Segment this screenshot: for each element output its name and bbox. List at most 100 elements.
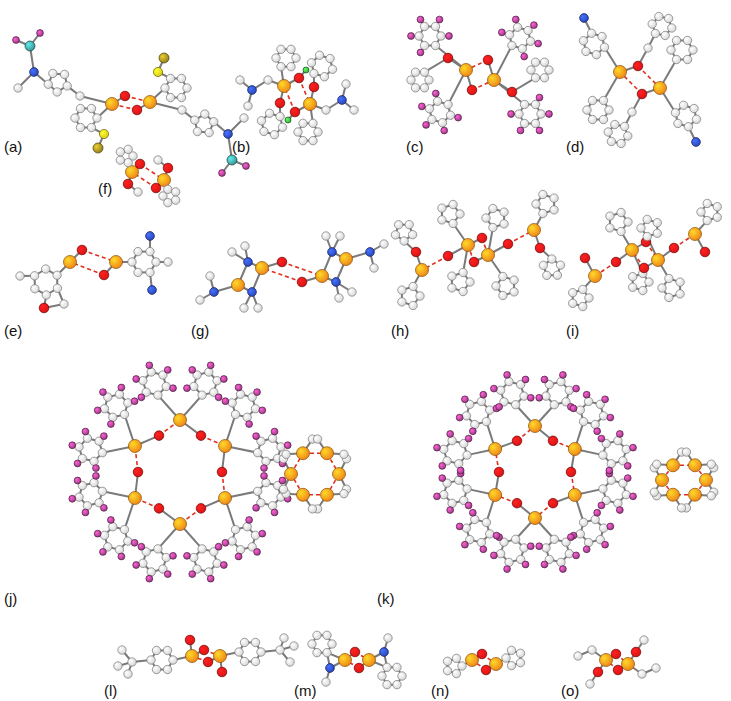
atom	[447, 431, 454, 438]
atom	[106, 98, 119, 111]
atom	[198, 391, 206, 399]
atom	[548, 255, 556, 263]
atom	[299, 136, 307, 144]
atom	[707, 492, 715, 500]
atom	[322, 106, 330, 114]
atom	[251, 638, 259, 646]
atom	[438, 216, 446, 224]
atom	[510, 276, 518, 284]
atom	[599, 524, 607, 532]
atom	[264, 76, 272, 84]
atom	[508, 111, 515, 118]
atom	[569, 289, 577, 297]
atom	[465, 435, 472, 442]
atom	[131, 398, 138, 405]
atom	[166, 93, 174, 101]
atom	[378, 672, 386, 680]
atom	[76, 92, 84, 100]
atom	[276, 646, 284, 654]
atom	[653, 460, 661, 468]
atom	[645, 278, 653, 286]
atom	[99, 270, 109, 280]
panel-label: (i)	[566, 322, 579, 339]
atom	[490, 658, 503, 671]
atom	[309, 119, 317, 127]
atom	[207, 362, 214, 369]
atom	[520, 119, 528, 127]
atom	[243, 413, 251, 421]
atom	[543, 271, 551, 279]
atom	[452, 654, 460, 662]
atom	[674, 119, 682, 127]
atom	[196, 431, 206, 441]
atom	[550, 535, 558, 543]
panel-label: (a)	[4, 138, 22, 155]
atom	[613, 665, 623, 675]
atom	[320, 73, 328, 81]
atom	[146, 232, 155, 241]
atom	[700, 474, 713, 487]
atom	[60, 300, 68, 308]
atom	[340, 253, 353, 266]
atom	[332, 278, 341, 287]
atom	[69, 495, 76, 502]
atom	[425, 105, 433, 113]
atom	[425, 76, 433, 84]
atom	[436, 16, 443, 23]
atom	[41, 265, 49, 273]
atom	[153, 67, 162, 76]
atom	[253, 504, 260, 511]
atom	[240, 114, 248, 122]
atom	[511, 535, 519, 543]
atom	[53, 271, 61, 279]
atom	[170, 385, 177, 392]
atom	[431, 41, 439, 49]
atom	[196, 296, 204, 304]
atom	[53, 284, 61, 292]
panel-label: (j)	[4, 590, 17, 607]
atom	[147, 656, 155, 664]
atom	[354, 663, 364, 673]
atom	[246, 421, 253, 428]
atom	[606, 224, 614, 232]
atom	[338, 96, 347, 105]
atom	[146, 268, 154, 276]
atom	[611, 120, 619, 128]
atom	[652, 664, 660, 672]
atom	[650, 488, 658, 496]
atom	[93, 114, 101, 122]
atom	[257, 117, 265, 125]
atom	[439, 462, 446, 469]
atom	[579, 518, 587, 526]
atom	[599, 96, 607, 104]
atom	[64, 256, 77, 269]
atom	[433, 97, 441, 105]
atom	[573, 385, 580, 392]
atom	[313, 435, 321, 443]
atom	[456, 210, 464, 218]
atom	[217, 667, 227, 677]
atom	[588, 96, 596, 104]
atom	[290, 107, 300, 117]
atom	[227, 155, 237, 165]
atom	[560, 372, 567, 379]
atom	[446, 33, 453, 40]
atom	[471, 420, 479, 428]
atom	[228, 248, 236, 256]
atom	[152, 646, 160, 654]
atom	[128, 258, 136, 266]
atom	[253, 487, 261, 495]
atom	[653, 229, 661, 237]
atom	[257, 648, 265, 656]
panel-label: (f)	[98, 180, 112, 197]
atom	[588, 115, 596, 123]
atom	[460, 64, 473, 77]
panel-label: (o)	[561, 682, 579, 699]
atom	[93, 465, 100, 472]
atom	[146, 362, 153, 369]
atom	[128, 440, 141, 453]
atom	[542, 392, 550, 400]
atom	[370, 264, 378, 272]
atom	[689, 488, 702, 501]
atom	[456, 414, 463, 421]
